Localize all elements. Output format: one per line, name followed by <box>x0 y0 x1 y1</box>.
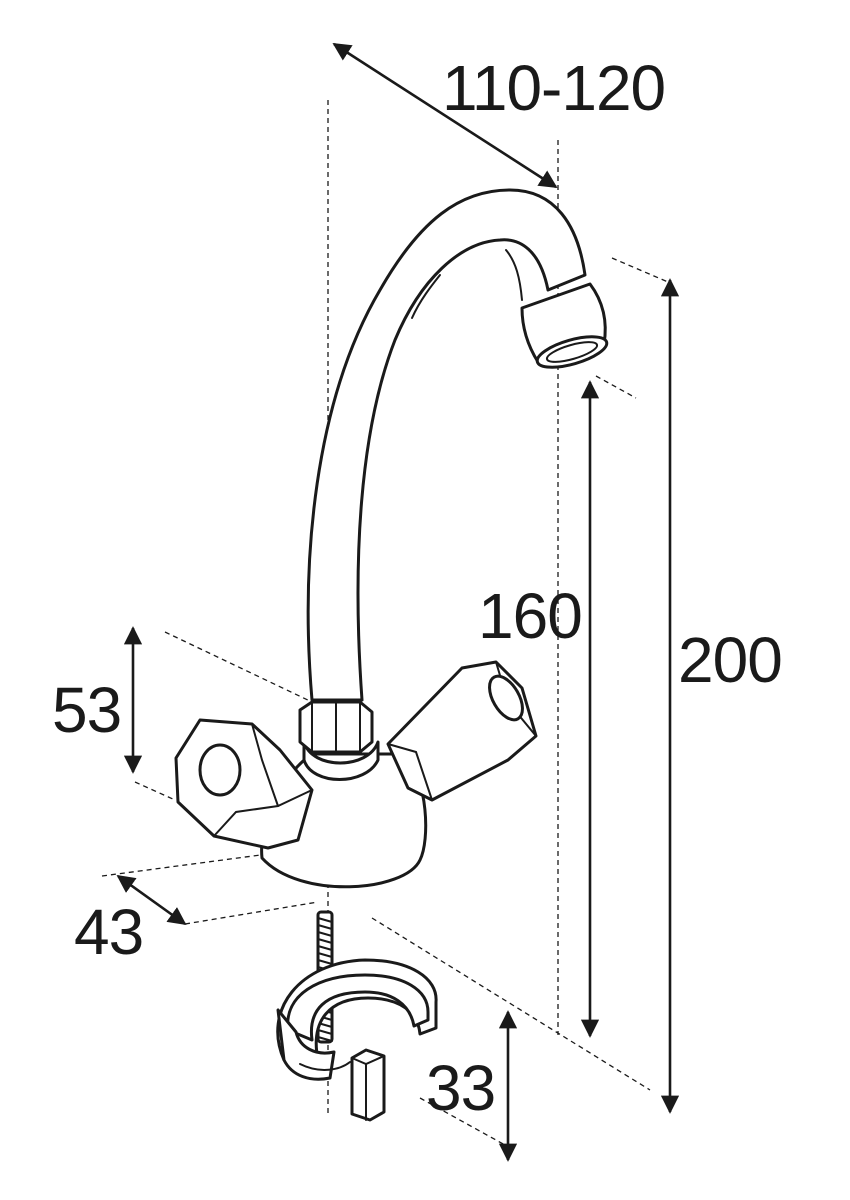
hex-nut <box>350 1048 386 1122</box>
mounting-hardware <box>276 910 438 1122</box>
spout <box>306 188 587 702</box>
total-height-label: 200 <box>678 624 782 696</box>
thread-tick <box>317 1029 333 1035</box>
reach-label: 110-120 <box>442 52 665 124</box>
thread-tick <box>317 1036 333 1042</box>
horseshoe-clamp <box>276 958 438 1081</box>
left-handle <box>174 718 314 850</box>
base-depth-arrow <box>116 874 187 926</box>
reach-arrow <box>332 42 558 189</box>
thread-tick <box>317 931 333 937</box>
thread-tick <box>317 938 333 944</box>
thread-tick <box>317 917 333 923</box>
dimension-arrows <box>116 42 680 1162</box>
right-handle <box>386 660 538 802</box>
mount-thickness-label: 33 <box>426 1052 495 1124</box>
dimension-labels: 110-120 160 200 53 43 33 <box>52 52 783 1124</box>
thread-tick <box>317 959 333 965</box>
base-depth-label: 43 <box>74 896 143 968</box>
handle-height-label: 53 <box>52 674 121 746</box>
spout-collar <box>298 700 374 754</box>
thread-tick <box>317 945 333 951</box>
aerator <box>520 282 609 369</box>
spout-height-label: 160 <box>478 580 582 652</box>
thread-tick <box>317 952 333 958</box>
thread-tick <box>317 924 333 930</box>
faucet <box>174 188 609 889</box>
